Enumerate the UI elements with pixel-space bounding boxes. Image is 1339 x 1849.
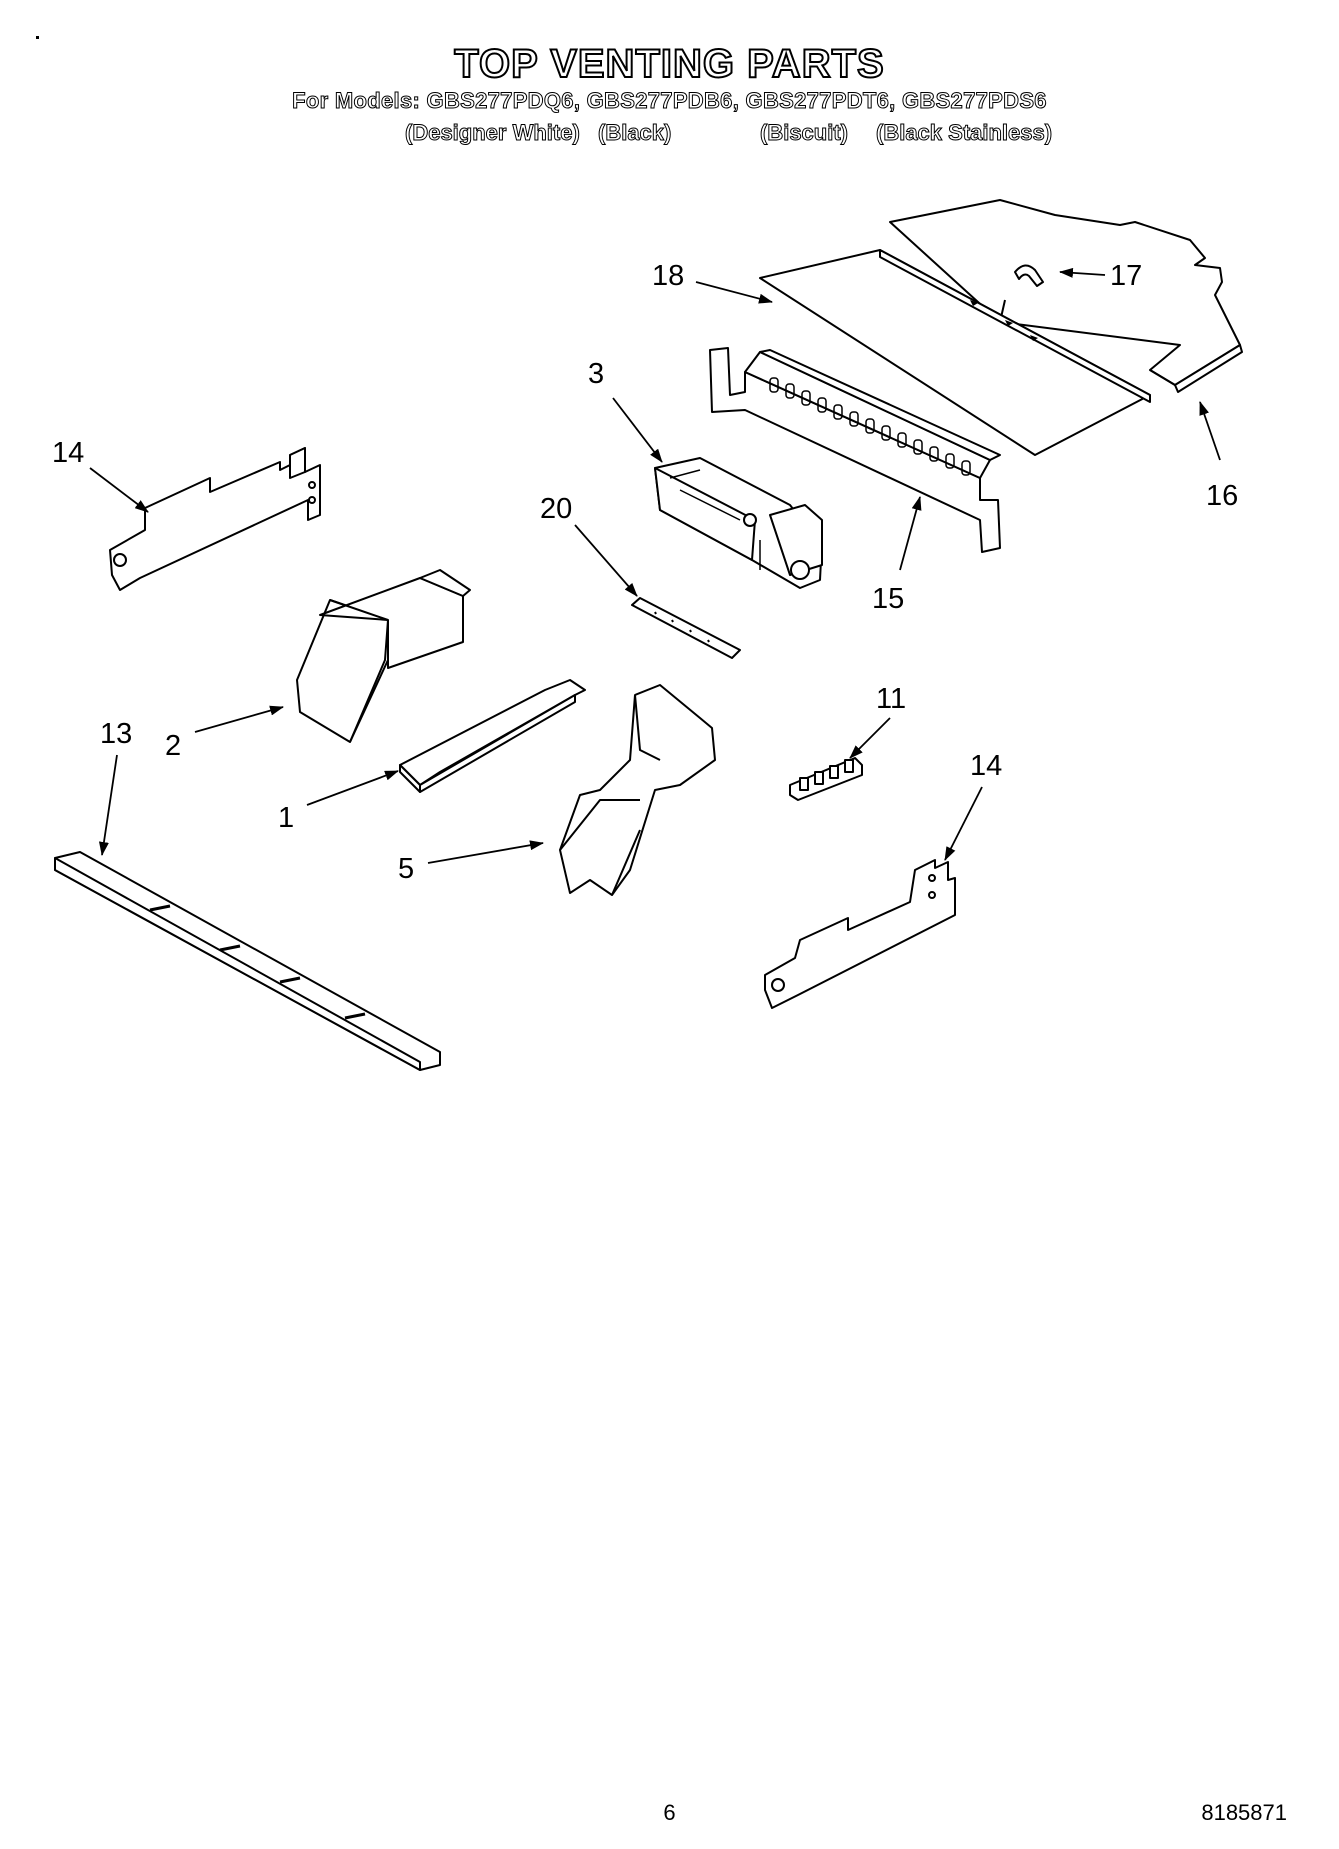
callout-2: 2 xyxy=(165,730,181,762)
color-biscuit: (Biscuit) xyxy=(760,120,849,146)
callout-13: 13 xyxy=(100,718,132,750)
part-1-rail xyxy=(399,679,586,793)
color-designer-white: (Designer White) xyxy=(405,120,581,146)
document-number: 8185871 xyxy=(1201,1800,1287,1825)
leader-2 xyxy=(194,705,284,733)
part-20-strip xyxy=(631,597,741,659)
part-14-side-bracket-left xyxy=(109,447,321,591)
callout-14-right: 14 xyxy=(970,750,1002,782)
leader-18 xyxy=(695,281,773,304)
callout-16: 16 xyxy=(1206,480,1238,512)
leader-5 xyxy=(427,840,544,864)
part-11-terminal-block xyxy=(789,757,863,801)
callout-1: 1 xyxy=(278,802,294,834)
color-black-stainless: (Black Stainless) xyxy=(875,120,1053,146)
leader-20 xyxy=(574,524,638,597)
callout-5: 5 xyxy=(398,853,414,885)
leader-1 xyxy=(306,770,399,806)
leader-15 xyxy=(899,496,922,571)
part-17-clip xyxy=(1014,264,1044,287)
callout-11: 11 xyxy=(876,683,906,715)
part-15-vent-bracket xyxy=(709,347,1001,553)
leader-11 xyxy=(849,717,891,759)
part-3-blower-assembly xyxy=(654,457,823,589)
leader-16 xyxy=(1199,401,1221,461)
part-13-front-trim xyxy=(54,851,441,1071)
part-5-scoop-duct xyxy=(559,684,716,896)
callout-14-left: 14 xyxy=(52,437,84,469)
leader-13 xyxy=(98,754,118,856)
scan-dot xyxy=(36,36,39,39)
leader-3 xyxy=(612,397,663,463)
leader-17 xyxy=(1059,267,1106,278)
part-2-duct xyxy=(296,569,471,743)
callout-20: 20 xyxy=(540,493,572,525)
color-black: (Black) xyxy=(597,120,672,146)
callout-3: 3 xyxy=(588,358,604,390)
callout-17: 17 xyxy=(1110,260,1142,292)
part-14-side-bracket-right xyxy=(764,859,956,1009)
page-number: 6 xyxy=(663,1800,676,1825)
page-title: TOP VENTING PARTS xyxy=(453,41,885,87)
leader-14-right xyxy=(944,786,983,861)
callout-15: 15 xyxy=(872,583,904,615)
part-18-top-panel xyxy=(759,249,1151,456)
leader-14-left xyxy=(89,467,149,513)
models-line: For Models: GBS277PDQ6, GBS277PDB6, GBS2… xyxy=(292,88,1047,114)
callout-18: 18 xyxy=(652,260,684,292)
